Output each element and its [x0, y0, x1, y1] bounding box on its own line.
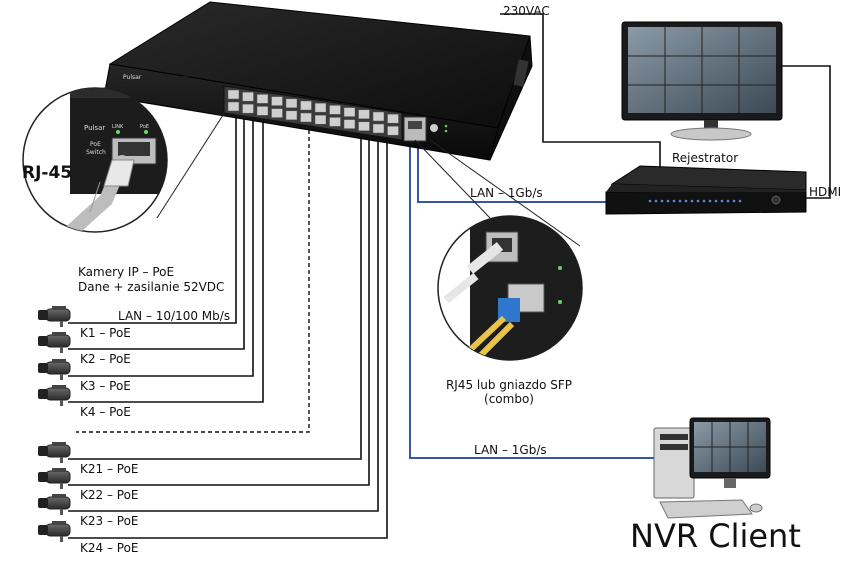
ip-camera-icon [38, 385, 71, 406]
switch-port [242, 103, 254, 114]
switch-port [343, 119, 356, 129]
hdmi-cable [782, 65, 831, 199]
nvr-led [726, 199, 730, 203]
nvr-led [732, 199, 736, 203]
monitor [621, 21, 783, 141]
switch-port [314, 102, 327, 113]
recorder-label: Rejestrator [672, 151, 739, 165]
camera-label-k21: K21 – PoE [80, 462, 139, 476]
lan-recorder-label: LAN – 1Gb/s [470, 186, 543, 200]
nvr-led [648, 199, 652, 203]
rj45-switch-label-1: PoE [90, 141, 101, 148]
camera-label-k22: K22 – PoE [80, 488, 139, 502]
nvr-led [696, 199, 700, 203]
switch-port [300, 100, 312, 111]
nvr-led [714, 199, 718, 203]
nvr-client-title: NVR Client [630, 517, 801, 555]
cameras-title-1: Kamery IP – PoE [78, 265, 175, 279]
switch-port [387, 125, 399, 136]
switch-port [372, 123, 385, 134]
camera-label-k2: K2 – PoE [80, 352, 131, 366]
ip-camera-icon [38, 521, 71, 542]
cable-dashed-placeholder [76, 130, 310, 433]
switch-port [256, 94, 269, 104]
switch-port [227, 101, 240, 112]
switch-port [372, 111, 385, 122]
client-pc [653, 417, 771, 519]
lan-client-label: LAN – 1Gb/s [474, 443, 547, 457]
sfp-label-2: (combo) [484, 392, 534, 406]
rj45-brand: Pulsar [84, 124, 105, 132]
uplink-recorder-cable [417, 138, 606, 203]
cameras-title-2: Dane + zasilanie 52VDC [78, 280, 225, 294]
switch-port [271, 108, 283, 118]
nvr-led [660, 199, 664, 203]
sfp-zoom [414, 139, 583, 361]
ip-camera-icon [38, 359, 71, 380]
ip-camera-icon [38, 494, 71, 515]
switch-port [242, 91, 254, 102]
power-label: 230VAC [503, 4, 550, 18]
uplink-client-cable [409, 138, 662, 459]
camera-label-k3: K3 – PoE [80, 379, 131, 393]
camera-label-k4: K4 – PoE [80, 405, 131, 419]
switch-port [227, 89, 240, 100]
poe-switch: Pulsar [103, 1, 533, 161]
nvr-led [708, 199, 712, 203]
camera-label-k23: K23 – PoE [80, 514, 139, 528]
switch-port [387, 113, 399, 124]
cable-k2 [68, 112, 245, 350]
switch-port [358, 121, 370, 132]
nvr-recorder [605, 165, 807, 215]
ip-camera-icon [38, 442, 71, 463]
cable-k23 [68, 138, 379, 512]
rj45-switch-label-2: Switch [86, 149, 106, 156]
camera-label-k1: K1 – PoE [80, 326, 131, 340]
camera-cables [68, 112, 388, 539]
cable-k22 [68, 138, 370, 486]
switch-port [300, 112, 312, 123]
sfp-label-1: RJ45 lub gniazdo SFP [445, 378, 573, 392]
power-cable [500, 13, 661, 170]
ip-camera-icon [38, 306, 71, 327]
rj45-port-link: LINK [112, 124, 124, 130]
nvr-led [702, 199, 706, 203]
hdmi-label: HDMI [809, 185, 842, 199]
switch-port [329, 117, 341, 127]
lan-cameras-label: LAN – 10/100 Mb/s [118, 309, 231, 323]
sfp-ports [403, 116, 448, 142]
camera-icons [38, 306, 71, 542]
rj45-port-poe: PoE [140, 124, 149, 130]
cable-k1 [68, 112, 237, 324]
switch-port [343, 107, 356, 117]
cable-k4 [68, 112, 264, 403]
cable-k3 [68, 112, 254, 377]
rj45-label: RJ-45 [22, 163, 73, 183]
switch-port [314, 114, 327, 125]
switch-port [358, 109, 370, 120]
nvr-led [684, 199, 688, 203]
nvr-led [678, 199, 682, 203]
ip-camera-icon [38, 468, 71, 489]
nvr-led [690, 199, 694, 203]
nvr-led [666, 199, 670, 203]
switch-port [271, 96, 283, 106]
cable-k21 [68, 138, 362, 460]
switch-port [285, 110, 298, 121]
camera-label-k24: K24 – PoE [80, 541, 139, 555]
ip-camera-icon [38, 332, 71, 353]
nvr-led [654, 199, 658, 203]
nvr-led [672, 199, 676, 203]
switch-ports [223, 85, 403, 141]
nvr-led [738, 199, 742, 203]
switch-brand: Pulsar [123, 74, 142, 81]
switch-port [329, 105, 341, 115]
rj45-zoom: Pulsar LINK PoE PoE Switch [22, 72, 226, 233]
switch-port [285, 98, 298, 109]
switch-port [256, 106, 269, 116]
cable-k24 [68, 138, 388, 539]
nvr-led [720, 199, 724, 203]
